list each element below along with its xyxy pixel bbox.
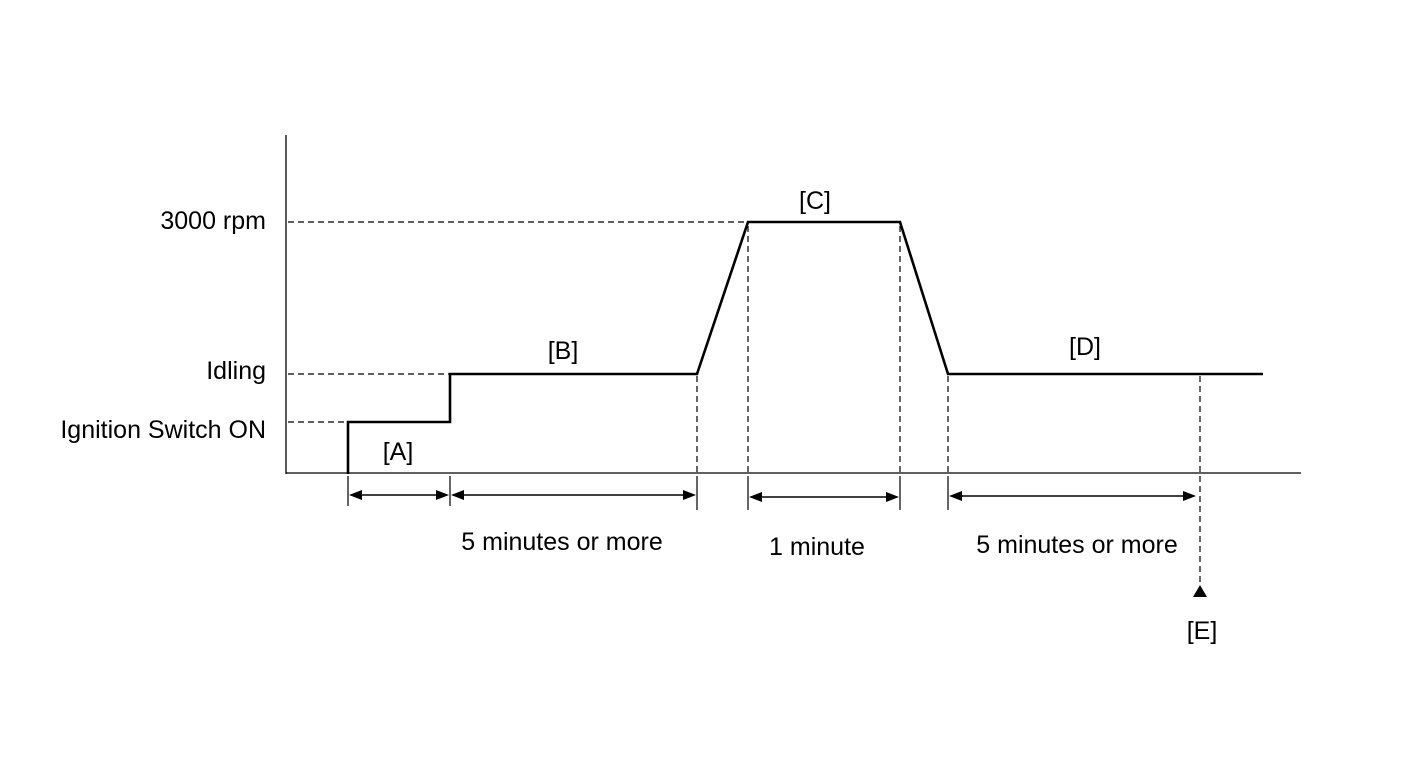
phase-label-c: [C]	[799, 187, 831, 215]
phase-label-a: [A]	[383, 438, 414, 466]
duration-arrow-a	[349, 490, 449, 500]
label-idling: Idling	[206, 357, 266, 385]
phase-label-e: [E]	[1187, 617, 1218, 645]
duration-arrow-c	[749, 492, 899, 502]
engine-speed-profile	[346, 220, 1263, 474]
e-marker-triangle-icon	[1193, 585, 1207, 597]
duration-label-d: 5 minutes or more	[976, 531, 1177, 559]
duration-label-b: 5 minutes or more	[461, 528, 662, 556]
label-3000-rpm: 3000 rpm	[160, 207, 266, 235]
phase-label-b: [B]	[548, 337, 579, 365]
duration-arrow-b	[451, 490, 696, 500]
duration-label-c: 1 minute	[769, 533, 865, 561]
phase-label-d: [D]	[1069, 333, 1101, 361]
duration-arrow-d	[949, 491, 1196, 501]
label-ignition-switch-on: Ignition Switch ON	[60, 416, 266, 444]
